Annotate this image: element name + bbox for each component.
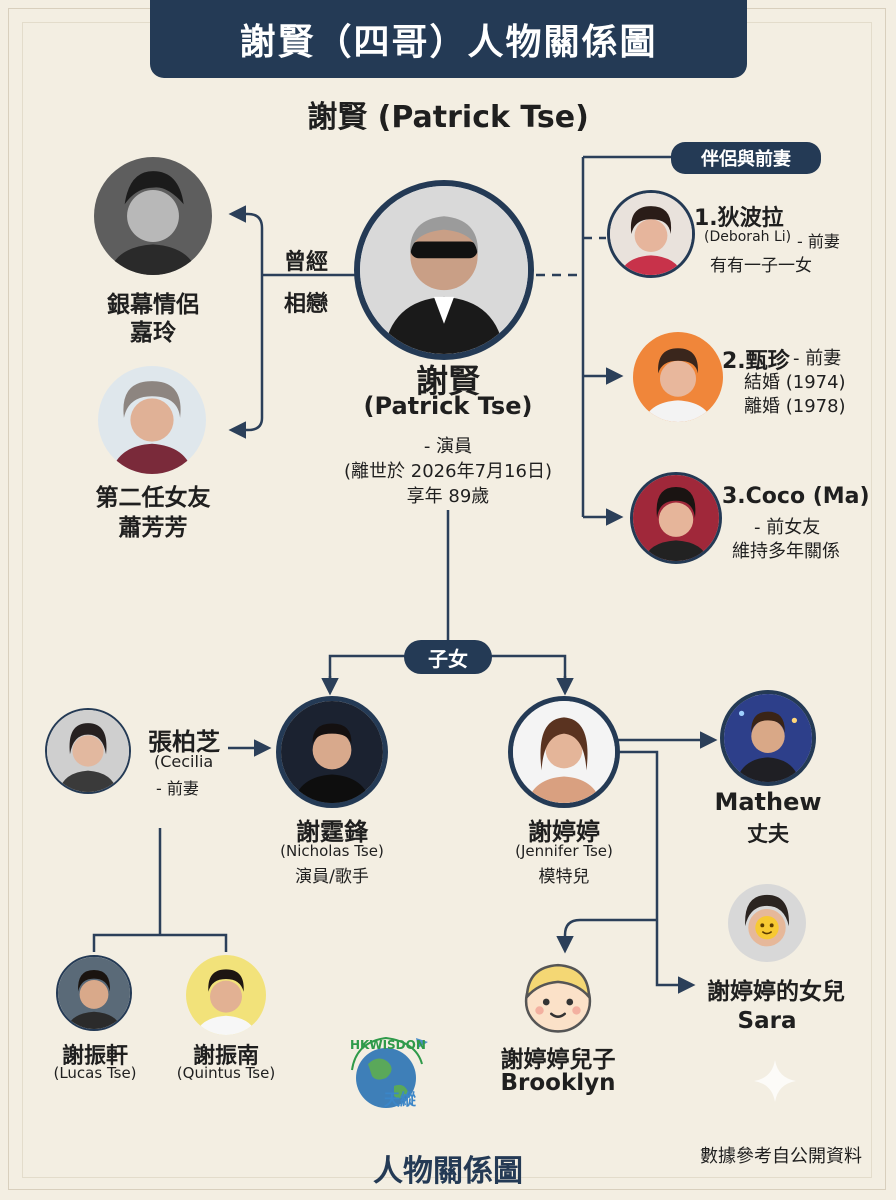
arrow-to-brooklyn bbox=[565, 920, 657, 950]
sara-name: 謝婷婷的女兒 bbox=[692, 972, 860, 1006]
brooklyn-name: 謝婷婷兒子 bbox=[480, 1040, 636, 1074]
partner2-marriage: 結婚 (1974) bbox=[744, 368, 846, 394]
past-love-label-1: 曾經 bbox=[275, 244, 337, 276]
jennifer-role: 模特兒 bbox=[484, 862, 644, 887]
past-love-label-2: 相戀 bbox=[275, 286, 337, 318]
quintus-tse-avatar bbox=[186, 955, 266, 1035]
patrick-tse-avatar bbox=[354, 180, 534, 360]
logo-chinese-text: 天縱 bbox=[370, 1086, 430, 1110]
baby-face-icon bbox=[516, 955, 600, 1039]
partners-label: 伴侶與前妻 bbox=[671, 142, 821, 174]
siao-fong-fong-avatar bbox=[98, 366, 206, 474]
children-label-text: 子女 bbox=[428, 643, 468, 672]
mathew-role: 丈夫 bbox=[700, 818, 836, 848]
center-role: - 演員 bbox=[328, 432, 568, 458]
partner1-note: - 前妻 bbox=[797, 228, 840, 252]
mathew-avatar bbox=[720, 690, 816, 786]
lucas-english: (Lucas Tse) bbox=[34, 1064, 156, 1082]
person-portrait-icon bbox=[281, 701, 383, 803]
coco-ma-avatar bbox=[630, 472, 722, 564]
deborah-li-avatar bbox=[607, 190, 695, 278]
center-death-date: (離世於 2026年7月16日) bbox=[318, 457, 578, 483]
partner3-relationship: 維持多年關係 bbox=[732, 537, 840, 563]
logo-text: HKWISDON bbox=[350, 1038, 420, 1052]
arrow-to-siao bbox=[232, 418, 262, 430]
partner2-note: - 前妻 bbox=[793, 344, 841, 370]
person-portrait-icon bbox=[633, 475, 719, 561]
person-portrait-icon bbox=[98, 366, 206, 474]
sparkle-icon bbox=[752, 1058, 798, 1104]
person-portrait-icon bbox=[94, 157, 212, 275]
center-english-name: (Patrick Tse) bbox=[328, 392, 568, 420]
person-portrait-icon bbox=[186, 955, 266, 1035]
zhen-zhen-avatar bbox=[633, 332, 723, 422]
grandsons-bar bbox=[94, 935, 226, 952]
person-portrait-icon bbox=[47, 710, 129, 792]
footer-source: 數據參考自公開資料 bbox=[662, 1142, 862, 1168]
partners-label-text: 伴侶與前妻 bbox=[701, 145, 791, 171]
lover2-name2: 蕭芳芳 bbox=[64, 508, 242, 542]
arrow-to-jialing bbox=[232, 214, 262, 228]
person-portrait-icon bbox=[360, 186, 528, 354]
cecilia-note: - 前妻 bbox=[156, 775, 199, 799]
jialing-avatar bbox=[94, 157, 212, 275]
mathew-name: Mathew bbox=[700, 788, 836, 816]
nicholas-role: 演員/歌手 bbox=[252, 862, 412, 887]
quintus-english: (Quintus Tse) bbox=[164, 1064, 288, 1082]
lucas-tse-avatar bbox=[56, 955, 132, 1031]
cecilia-cheung-avatar bbox=[45, 708, 131, 794]
lover1-name2: 嘉玲 bbox=[70, 313, 236, 347]
sara-avatar bbox=[728, 884, 806, 962]
person-portrait-icon bbox=[513, 701, 615, 803]
center-age: 享年 89歲 bbox=[328, 482, 568, 508]
children-label: 子女 bbox=[404, 640, 492, 674]
partner1-english: (Deborah Li) bbox=[704, 229, 791, 245]
brooklyn-english: Brooklyn bbox=[480, 1070, 636, 1096]
person-portrait-icon bbox=[728, 884, 806, 962]
person-portrait-icon bbox=[724, 694, 812, 782]
footer-title: 人物關係圖 bbox=[348, 1146, 548, 1190]
nicholas-tse-avatar bbox=[276, 696, 388, 808]
nicholas-english: (Nicholas Tse) bbox=[252, 842, 412, 860]
partner1-extra: 有有一子一女 bbox=[710, 251, 812, 276]
person-portrait-icon bbox=[633, 332, 723, 422]
cecilia-english: (Cecilia bbox=[154, 752, 213, 771]
partner3-note: - 前女友 bbox=[754, 513, 820, 539]
jennifer-english: (Jennifer Tse) bbox=[484, 842, 644, 860]
partner1-name: 1.狄波拉 bbox=[694, 200, 784, 232]
partner2-divorce: 離婚 (1978) bbox=[744, 392, 846, 418]
partner3-name: 3.Coco (Ma) bbox=[722, 484, 870, 509]
person-portrait-icon bbox=[610, 193, 692, 275]
person-portrait-icon bbox=[58, 957, 130, 1029]
sara-english: Sara bbox=[692, 1008, 842, 1034]
lover2-name1: 第二任女友 bbox=[64, 478, 242, 512]
jennifer-tse-avatar bbox=[508, 696, 620, 808]
